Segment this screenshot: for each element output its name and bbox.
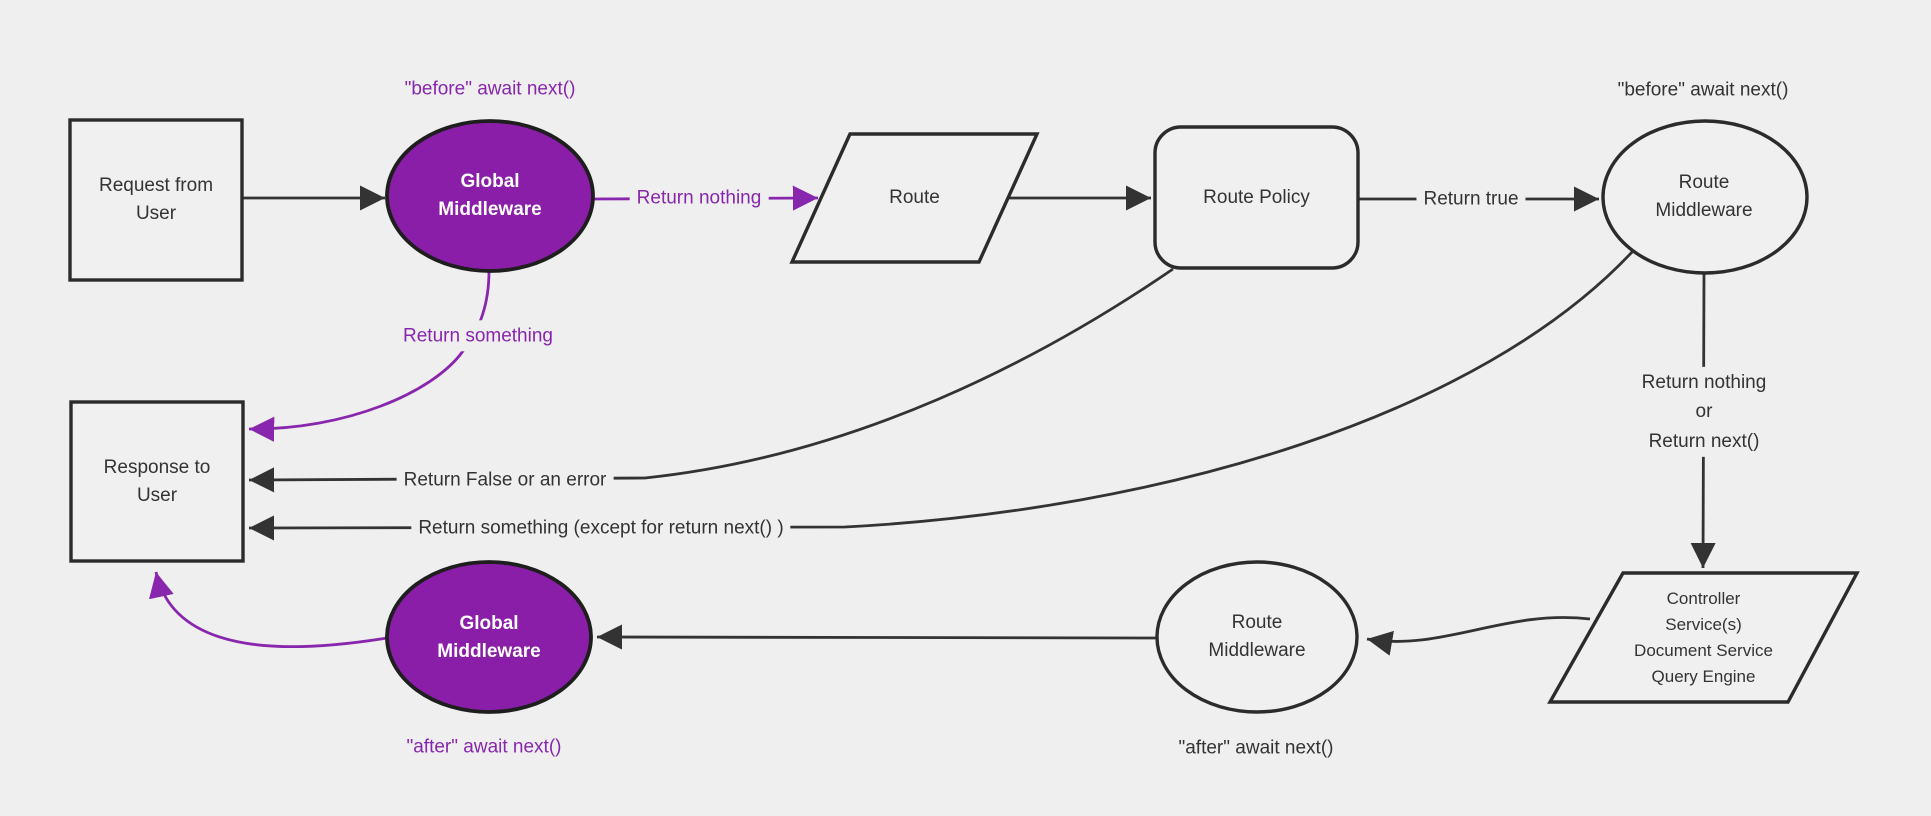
global-middleware-bottom-shape — [385, 560, 593, 714]
edge-route-middleware-to-controller — [1690, 272, 1716, 569]
edge-global-middleware-to-route — [592, 185, 819, 211]
edge-global-middleware-after-to-response — [149, 571, 388, 649]
route-policy-shape — [1153, 125, 1360, 270]
edge-global-middleware-return-something-to-response — [248, 270, 491, 442]
edge-route-middleware-return-something-to-response — [248, 250, 1635, 541]
edge-route-middleware-after-to-global-middleware-after — [596, 624, 1158, 650]
route-middleware-bottom-shape — [1155, 560, 1359, 714]
global-middleware-top-shape — [385, 119, 595, 273]
response-box-shape — [69, 400, 245, 563]
controller-parallelogram-shape — [1547, 571, 1860, 704]
route-parallelogram-shape — [789, 132, 1040, 264]
route-middleware-top-shape — [1601, 119, 1809, 275]
edge-controller-to-route-middleware-after — [1366, 616, 1591, 656]
request-box-shape — [68, 118, 244, 282]
edge-route-policy-return-false-to-response — [248, 267, 1174, 493]
